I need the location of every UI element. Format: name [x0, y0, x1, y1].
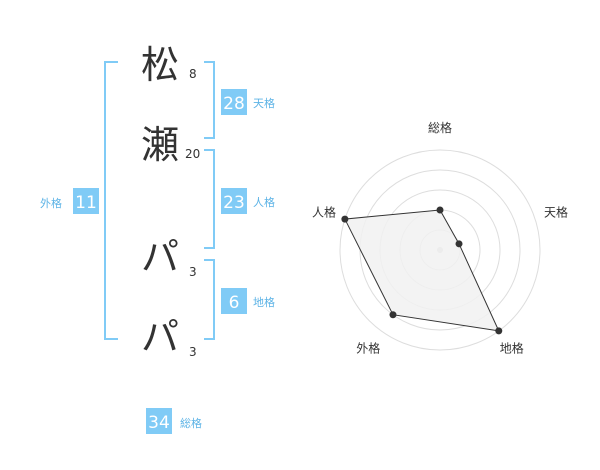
radar-axis-label-3: 地格	[500, 341, 524, 356]
name-panel: 松 8 瀬 20 パ 3 パ 3 28 天格 23 人格 6 地格 外格 11 …	[40, 43, 275, 434]
tenkaku-value: 28	[223, 94, 245, 114]
soukaku-value: 34	[148, 413, 170, 433]
tenkaku-value-badge	[221, 89, 247, 115]
jinkaku-label: 人格	[253, 195, 275, 209]
name-char-3: パ	[141, 235, 179, 279]
gaikaku-value-badge	[73, 188, 99, 214]
radar-axis-label-5: 人格	[312, 204, 336, 219]
radar-axis-label-2: 天格	[544, 204, 568, 219]
jinkaku-value-badge	[221, 188, 247, 214]
name-char-2-strokes: 20	[185, 147, 200, 161]
radar-axis-label-1: 総格	[428, 120, 452, 135]
radar-grid-ring	[339, 149, 541, 351]
soukaku-label: 総格	[180, 416, 202, 430]
jinkaku-value: 23	[223, 193, 245, 213]
chikaku-value: 6	[229, 293, 240, 313]
chikaku-value-badge	[221, 288, 247, 314]
name-char-4-strokes: 3	[189, 345, 197, 359]
radar-point-4	[389, 311, 397, 319]
gaikaku-bracket	[104, 61, 118, 340]
radar-axis-label-4: 外格	[356, 341, 380, 356]
name-char-1-strokes: 8	[189, 67, 197, 81]
name-char-1: 松	[141, 43, 179, 87]
name-char-4: パ	[141, 315, 179, 359]
tenkaku-label: 天格	[253, 96, 275, 110]
radar-point-2	[455, 240, 463, 248]
radar-point-1	[436, 206, 444, 214]
name-char-2: 瀬	[141, 123, 179, 167]
chikaku-bracket	[204, 259, 215, 340]
soukaku-value-badge	[146, 408, 172, 434]
tenkaku-bracket	[204, 61, 215, 139]
gaikaku-label: 外格	[40, 196, 62, 210]
gaikaku-value: 11	[75, 193, 97, 213]
radar-point-3	[495, 327, 503, 335]
jinkaku-bracket	[204, 149, 215, 249]
radar-point-5	[341, 215, 349, 223]
name-char-3-strokes: 3	[189, 265, 197, 279]
chikaku-label: 地格	[253, 295, 275, 309]
radar-data-polygon	[344, 209, 500, 332]
